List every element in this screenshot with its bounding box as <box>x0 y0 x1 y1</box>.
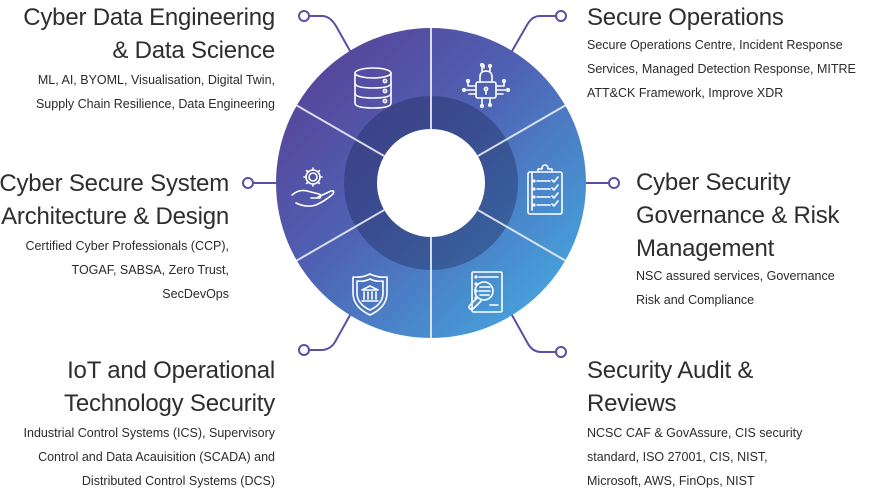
shield-bank-icon <box>352 273 388 316</box>
segment-description: NCSC CAF & GovAssure, CIS security stand… <box>587 426 803 488</box>
segment-system-architecture: Cyber Secure System Architecture & Desig… <box>0 167 229 306</box>
segment-description: Secure Operations Centre, Incident Respo… <box>587 38 856 100</box>
segment-audit-reviews: Security Audit & Reviews NCSC CAF & GovA… <box>587 354 802 493</box>
segment-description: Industrial Control Systems (ICS), Superv… <box>23 426 275 488</box>
segment-dividers <box>296 28 566 338</box>
segment-description: NSC assured services, Governance Risk an… <box>636 269 835 307</box>
connectors <box>253 15 609 353</box>
segment-title: Secure Operations <box>587 4 784 31</box>
checklist-clipboard-icon <box>527 164 563 215</box>
segment-title: IoT and Operational Technology Security <box>64 357 275 417</box>
segment-description: Certified Cyber Professionals (CCP), TOG… <box>25 239 229 301</box>
segment-data-engineering: Cyber Data Engineering & Data Science ML… <box>23 1 275 116</box>
connector-secure-operations <box>507 15 556 59</box>
database-icon <box>354 67 392 109</box>
segment-title: Security Audit & Reviews <box>587 357 754 417</box>
segment-governance-risk: Cyber Security Governance & Risk Managem… <box>636 166 840 312</box>
network-lock-icon <box>461 62 511 109</box>
segment-title: Cyber Security Governance & Risk Managem… <box>636 169 840 262</box>
segment-description: ML, AI, BYOML, Visualisation, Digital Tw… <box>35 73 275 111</box>
hand-gear-icon <box>291 167 335 207</box>
center-hole <box>377 129 485 237</box>
segment-title: Cyber Secure System Architecture & Desig… <box>0 170 229 230</box>
document-search-icon <box>468 271 503 313</box>
wheel <box>276 28 586 338</box>
connector-data-engineering <box>309 15 355 59</box>
connector-audit <box>507 307 556 353</box>
segment-iot-ot: IoT and Operational Technology Security … <box>23 354 276 493</box>
segment-title: Cyber Data Engineering & Data Science <box>23 4 275 64</box>
connector-end-dots <box>242 10 620 358</box>
segment-secure-operations: Secure Operations Secure Operations Cent… <box>587 1 856 105</box>
connector-iot <box>309 307 355 351</box>
